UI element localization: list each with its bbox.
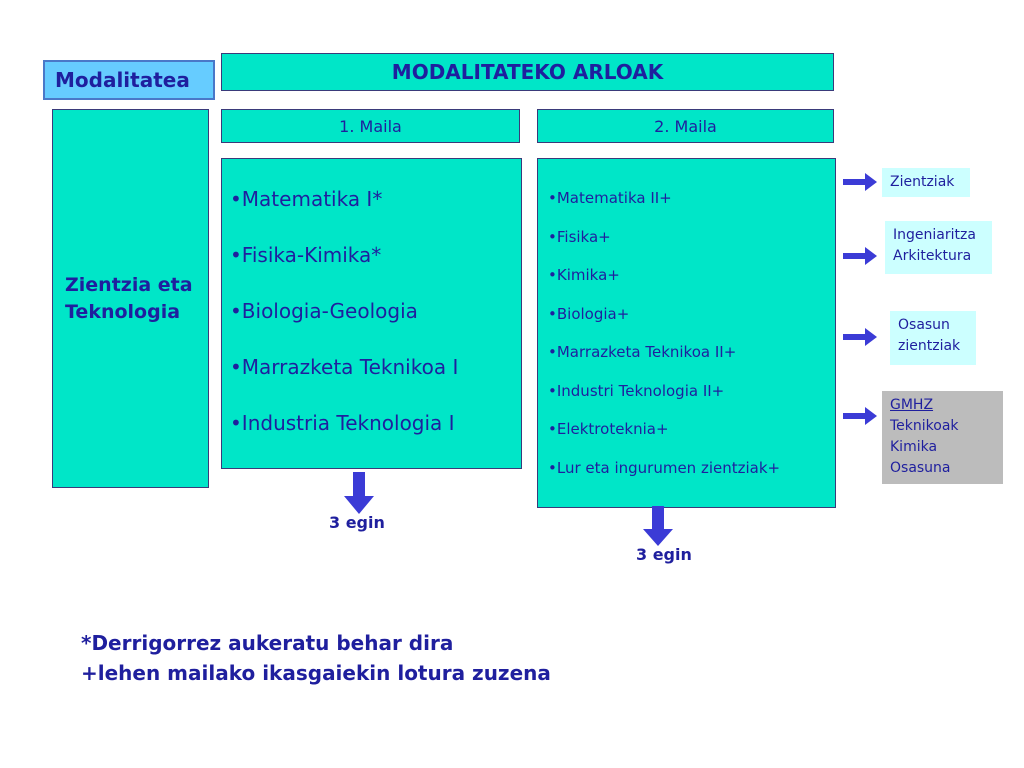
level2-subject: Biologia+ [548, 305, 835, 344]
right-arrow-icon [843, 328, 877, 346]
career-line: Arkitektura [893, 248, 972, 264]
level2-subject: Matematika II+ [548, 189, 835, 228]
career-vocational: GMHZ Teknikoak Kimika Osasuna [882, 391, 1003, 484]
level2-subject: Industri Teknologia II+ [548, 382, 835, 421]
down-arrow-icon [344, 472, 374, 514]
level2-subject: Marrazketa Teknikoa II+ [548, 343, 835, 382]
career-line: Kimika [890, 439, 938, 455]
areas-header: MODALITATEKO ARLOAK [221, 53, 834, 91]
modality-name-line: Zientzia eta [65, 273, 193, 296]
level1-subject-list: Matematika I* Fisika-Kimika* Biologia-Ge… [221, 158, 522, 469]
level1-subject: Matematika I* [230, 187, 521, 243]
down-arrow-icon [643, 506, 673, 546]
career-line: Ingeniaritza [893, 227, 976, 243]
career-line: Osasuna [890, 460, 951, 476]
level1-subject: Fisika-Kimika* [230, 243, 521, 299]
career-line[interactable]: GMHZ [890, 397, 934, 413]
modality-box: Zientzia eta Teknologia [52, 109, 209, 488]
career-sciences: Zientziak [882, 168, 970, 197]
career-line: Osasun [898, 317, 950, 333]
footnote-related: +lehen mailako ikasgaiekin lotura zuzena [81, 661, 551, 685]
level1-subject: Industria Teknologia I [230, 411, 521, 467]
right-arrow-icon [843, 173, 877, 191]
choose-count-level1: 3 egin [329, 513, 385, 532]
level2-header: 2. Maila [537, 109, 834, 143]
level2-subject: Lur eta ingurumen zientziak+ [548, 459, 835, 498]
level1-subject: Marrazketa Teknikoa I [230, 355, 521, 411]
career-line: zientziak [898, 338, 961, 354]
career-line: Zientziak [890, 174, 955, 190]
career-engineering: Ingeniaritza Arkitektura [885, 221, 992, 274]
level2-subject: Elektroteknia+ [548, 420, 835, 459]
level2-subject: Kimika+ [548, 266, 835, 305]
right-arrow-icon [843, 407, 877, 425]
modality-label: Modalitatea [43, 60, 215, 100]
level2-subject-list: Matematika II+ Fisika+ Kimika+ Biologia+… [537, 158, 836, 508]
level2-subject: Fisika+ [548, 228, 835, 267]
level1-subject: Biologia-Geologia [230, 299, 521, 355]
right-arrow-icon [843, 247, 877, 265]
modality-name-line: Teknologia [65, 300, 181, 323]
footnote-mandatory: *Derrigorrez aukeratu behar dira [81, 631, 454, 655]
career-health-sciences: Osasun zientziak [890, 311, 976, 365]
choose-count-level2: 3 egin [636, 545, 692, 564]
level1-header: 1. Maila [221, 109, 520, 143]
career-line: Teknikoak [890, 418, 959, 434]
